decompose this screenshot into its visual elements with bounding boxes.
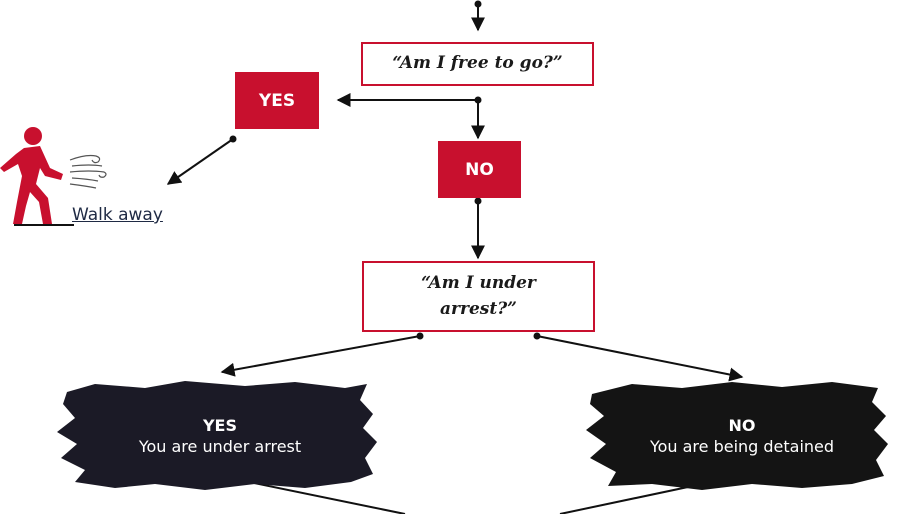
yes-box: YES: [235, 72, 319, 129]
question-free-to-go: “Am I free to go?”: [361, 42, 594, 86]
walking-person-icon: [0, 127, 107, 224]
detained-panel: NO You are being detained: [582, 378, 900, 493]
under-arrest-heading: YES: [202, 415, 238, 435]
question-under-arrest-text: “Am I under arrest?”: [421, 273, 536, 319]
detained-text: You are being detained: [649, 436, 835, 456]
question-under-arrest: “Am I under arrest?”: [362, 261, 595, 332]
walk-away-baseline: [14, 224, 74, 226]
brush-stroke-right: [586, 382, 888, 490]
yes-box-label: YES: [258, 90, 296, 111]
question-free-to-go-text: “Am I free to go?”: [392, 53, 563, 74]
detained-heading: NO: [728, 415, 756, 435]
under-arrest-text: You are under arrest: [138, 436, 302, 456]
under-arrest-panel: YES You are under arrest: [55, 378, 385, 493]
no-box: NO: [438, 141, 521, 198]
brush-stroke-left: [57, 381, 377, 490]
no-box-label: NO: [465, 159, 494, 180]
walk-away-link[interactable]: Walk away: [72, 205, 163, 225]
